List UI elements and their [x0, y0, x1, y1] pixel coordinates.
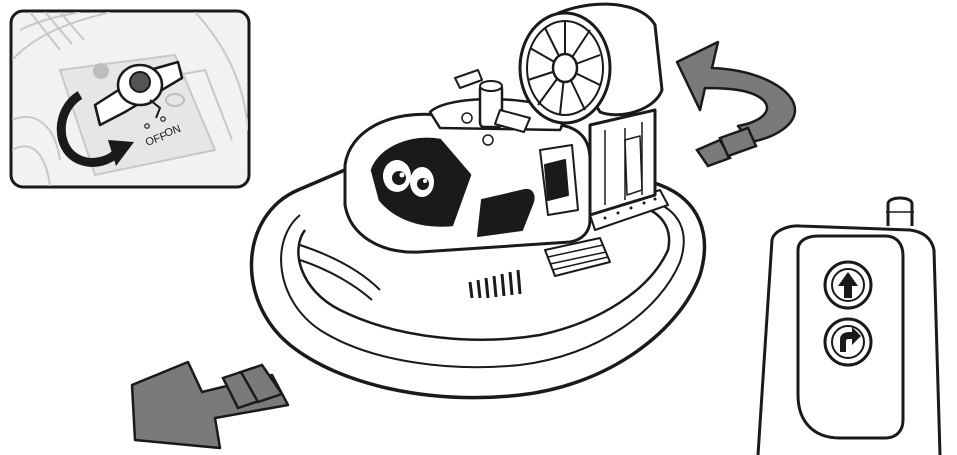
remote-turn-button[interactable]: [825, 319, 871, 365]
remote-control: [758, 198, 940, 455]
remote-forward-button[interactable]: [825, 262, 871, 308]
switch-inset: OFF ON: [11, 11, 249, 187]
fan-tower: [590, 110, 655, 215]
switch-off-dot-icon: [93, 63, 109, 79]
turn-arrow-icon: [677, 42, 795, 166]
hovercraft: [251, 4, 704, 397]
forward-arrow-icon: [132, 362, 288, 448]
